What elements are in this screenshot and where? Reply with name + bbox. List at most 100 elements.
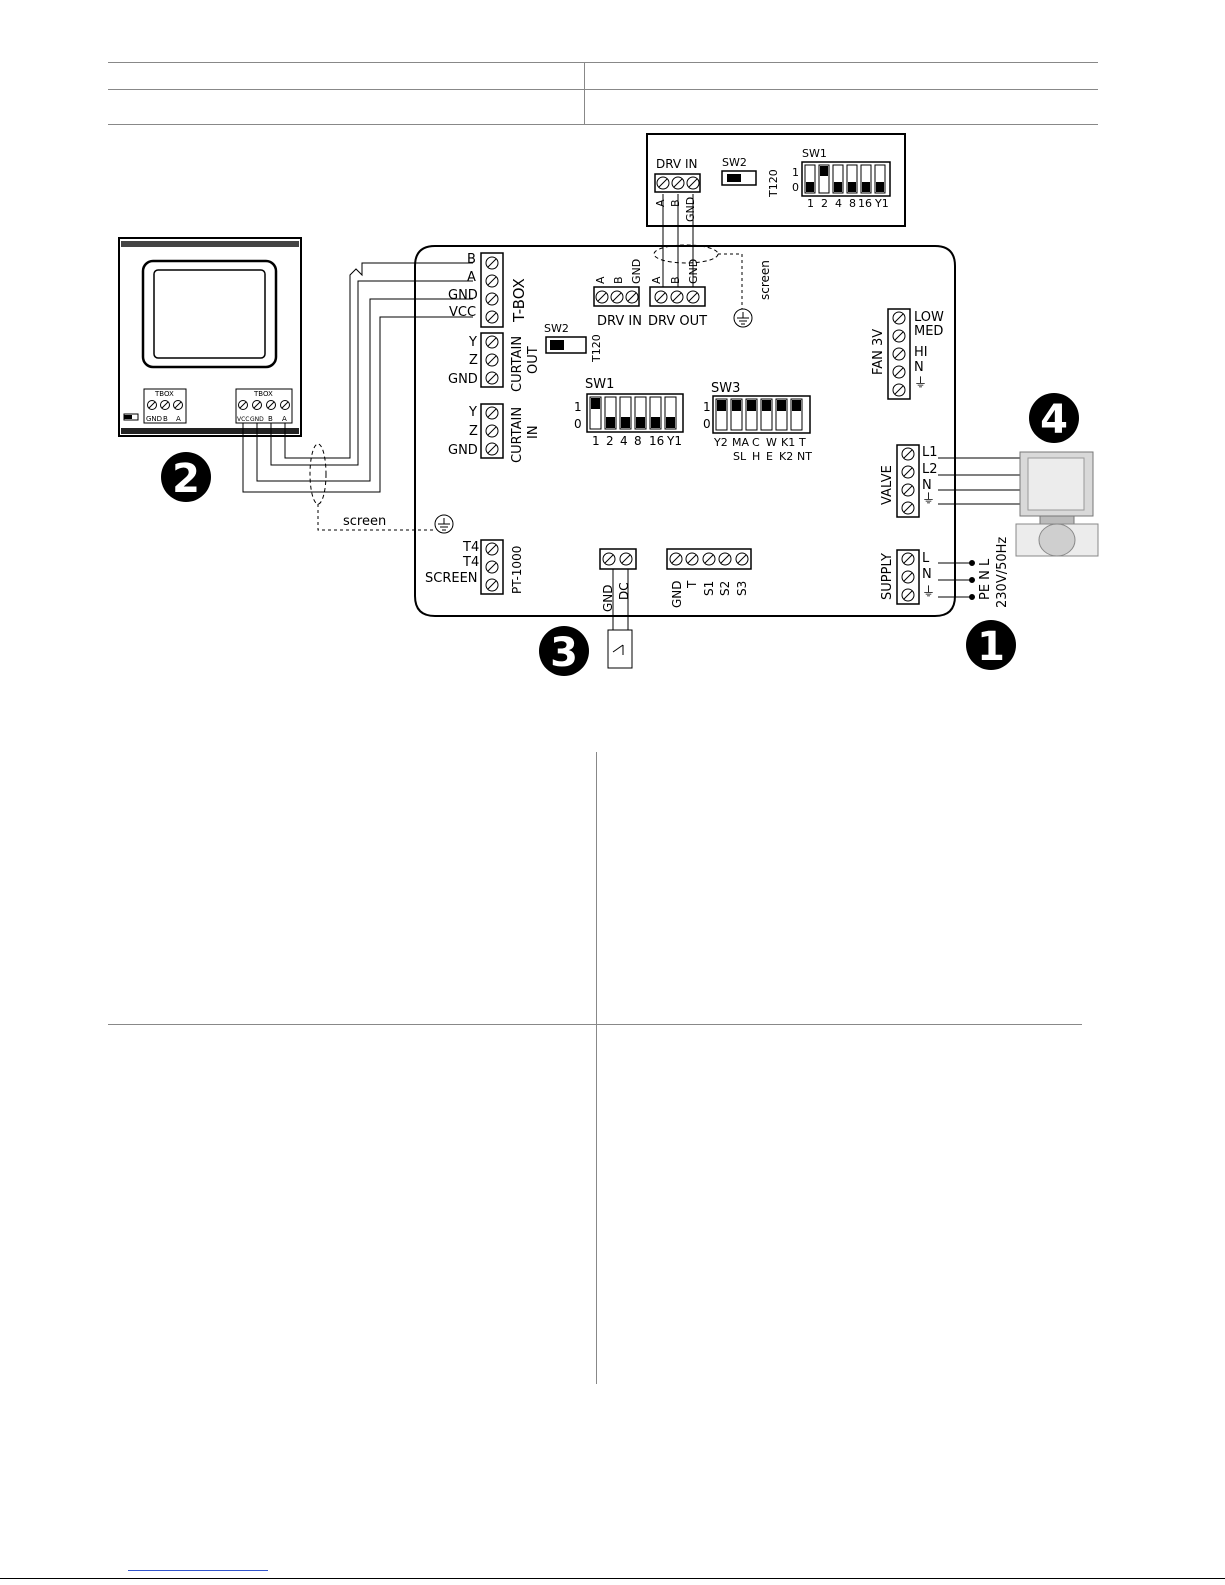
supply-wire-l: L [922,551,930,566]
thermostat-tbox-left: TBOX GND B A [143,388,187,424]
marker-2: 2 [161,452,211,502]
t4-wire-screen: SCREEN [425,571,478,586]
therm-right-pin-gnd: GND [250,416,264,423]
inputs-pin-gnd: GND [670,580,684,608]
tbox-wire-a: A [467,270,476,285]
tbox-module-sw1-label: SW1 [802,147,827,160]
therm-left-pin-b: B [163,415,168,423]
ctrl-sw1-pos-4: 4 [620,434,628,448]
ctrl-sw3-bot-h: H [752,450,760,463]
ctrl-drvin-pin-b: B [612,276,625,284]
dc-pin-dc: DC [617,582,631,600]
bus-wires [242,262,473,531]
table-bottom-rule [108,124,1098,125]
fan-label: FAN 3V [871,329,886,375]
contact-switch-icon [607,569,633,669]
curtain-out-gnd: GND [448,372,478,387]
therm-left-pin-gnd: GND [146,415,162,423]
thermostat-screen-ground-icon [434,514,454,534]
tbox-module-pin-gnd: GND [684,197,697,222]
marker-1-label: 1 [977,624,1005,670]
valve-wire-l1: L1 [922,445,938,460]
tbox-module-sw2-side: T120 [767,169,780,198]
inputs-pin-s3: S3 [735,581,749,596]
lower-table-rule [108,1024,1082,1025]
controller-drv-terminals [593,286,706,307]
ctrl-sw1-switches [586,393,684,433]
therm-left-pin-a: A [176,415,181,423]
tbox-module-sw1-switches [801,161,891,197]
tbox-module-sw1-pos-2: 2 [821,197,828,210]
supply-label: SUPPLY [880,553,895,600]
curtain-in-block [480,403,504,459]
valve-wire-pe: ⏚ [922,492,935,507]
valve-wires [938,457,1022,505]
valve-wire-n: N [922,478,932,493]
ctrl-drv-in-label: DRV IN [597,314,642,329]
therm-right-header: TBOX [253,390,273,398]
table-top-rule [108,62,1098,63]
supply-wire-pe: ⏚ [922,585,935,600]
tbox-module-sw1-pos-8: 8 [849,197,856,210]
ctrl-drv-out-label: DRV OUT [648,314,707,329]
lower-table-divider-top [596,752,597,1024]
fan-wire-hi: HI [914,345,928,360]
tbox-terminal-block [480,252,504,328]
fan-wire-low: LOW [914,310,944,325]
tbox-module-sw1-pos-4: 4 [835,197,842,210]
tbox-module-pin-b: B [669,199,682,207]
curtain-out-block [480,332,504,388]
ctrl-sw3-top-k1: K1 [781,436,795,449]
marker-1: 1 [966,620,1016,670]
ctrl-sw3-top-t: T [798,436,806,449]
tbox-module: DRV IN A B GND SW2 T120 SW1 1 0 1 2 4 8 [646,133,906,227]
thermostat-tbox-right: TBOX VCC GND B A [235,388,293,424]
ctrl-sw3-label: SW3 [711,381,740,396]
fan-wire-n: N [914,360,924,375]
t4-wire-1: T4 [462,540,479,555]
tbox-module-sw1-level-0: 0 [792,181,799,194]
t4-block [480,539,504,595]
tbox-block-label: T-BOX [510,278,528,323]
marker-3-label: 3 [550,630,578,676]
curtain-in-label-2: IN [526,425,541,439]
inputs-pin-s1: S1 [702,581,716,596]
tbox-module-sw1-pos-y1: Y1 [874,197,889,210]
ctrl-sw3-bot-k2: K2 [779,450,793,463]
curtain-out-label-2: OUT [526,346,541,374]
valve-label: VALVE [880,465,895,505]
ctrl-sw3-bot-sl: SL [733,450,747,463]
ctrl-sw3-level-1: 1 [703,400,711,414]
ctrl-sw1-pos-2: 2 [606,434,614,448]
tbox-module-terminals [654,173,701,193]
supply-block [896,549,920,605]
footer-link-underline[interactable] [128,1570,268,1571]
marker-3: 3 [539,626,589,676]
valve-wire-l2: L2 [922,462,938,477]
curtain-in-z: Z [469,424,478,439]
ctrl-sw1-pos-16: 16 [649,434,664,448]
supply-wire-n: N [922,567,932,582]
inputs-pin-s2: S2 [718,581,732,596]
t4-label: PT-1000 [510,546,524,594]
drv-link-wires [653,194,743,312]
tbox-wire-gnd: GND [448,288,478,303]
curtain-in-gnd: GND [448,443,478,458]
ctrl-sw1-label: SW1 [585,377,614,392]
table-mid-rule [108,89,1098,90]
inputs-pin-t: T [685,580,699,589]
ctrl-sw2-side: T120 [590,334,603,363]
tbox-module-pin-a: A [654,199,667,207]
tbox-module-sw1-pos-1: 1 [807,197,814,210]
therm-right-pin-b: B [268,415,273,423]
drv-screen-label: screen [758,260,772,300]
ctrl-sw1-level-1: 1 [574,400,582,414]
curtain-out-z: Z [469,353,478,368]
ctrl-sw3-level-0: 0 [703,417,711,431]
footer-rule [0,1578,1225,1579]
ctrl-sw3-top-y2: Y2 [713,436,728,449]
lower-table-divider-bottom [596,1024,597,1384]
curtain-out-label-1: CURTAIN [510,336,525,392]
valve-block [896,444,920,518]
supply-phase-label: PE N L [978,558,993,600]
